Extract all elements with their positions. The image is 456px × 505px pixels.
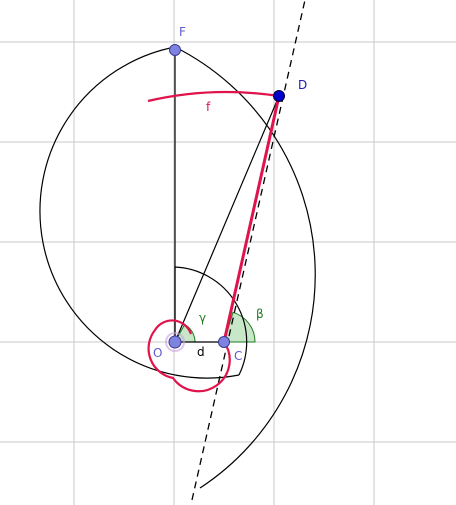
point-o-halo (165, 332, 185, 352)
label-c-point: C (234, 349, 242, 363)
spiral-arc-2 (39, 46, 240, 379)
curve-f (147, 90, 280, 103)
label-d-segment: d (197, 345, 205, 359)
label-beta: β (256, 307, 264, 321)
point-f[interactable] (169, 44, 181, 56)
point-o[interactable] (168, 335, 182, 349)
dashed-line-cd (191, 0, 306, 501)
label-d-point: D (298, 78, 307, 92)
point-c[interactable] (218, 336, 230, 348)
point-d[interactable] (273, 90, 285, 102)
label-curve-f: f (206, 100, 211, 114)
label-gamma: γ (199, 311, 206, 325)
segment-od (174, 95, 280, 343)
spiral-arc-3 (174, 46, 316, 489)
inner-red-spiral (147, 319, 231, 393)
label-f-point: F (179, 25, 186, 39)
segment-cd (222, 95, 281, 343)
label-o-point: O (153, 346, 162, 360)
